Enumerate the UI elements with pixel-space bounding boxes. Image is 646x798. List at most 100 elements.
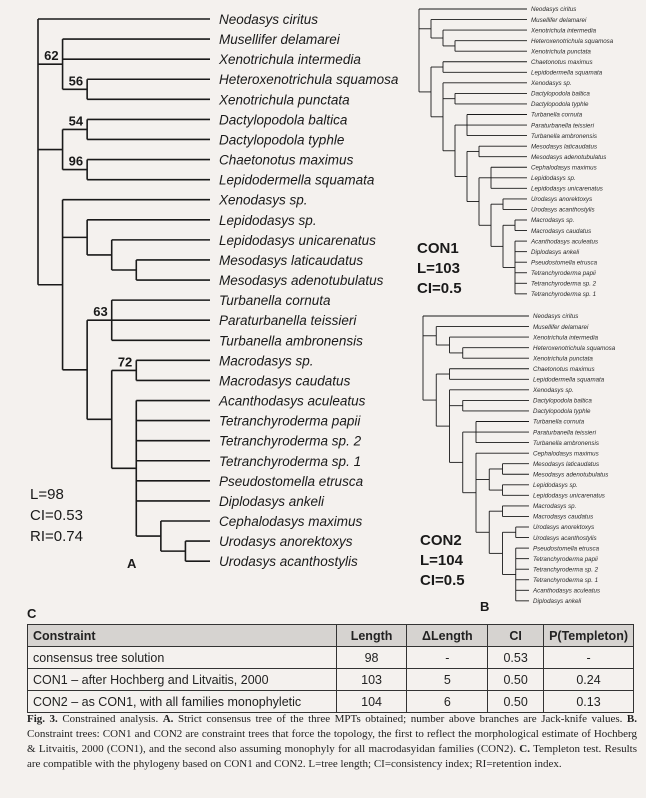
taxon-label: Cephalodasys maximus [531, 164, 597, 171]
taxon-label: Chaetonotus maximus [219, 153, 354, 168]
support-value: 96 [69, 154, 83, 169]
taxon-label: Heteroxenotrichula squamosa [533, 345, 616, 352]
taxon-label: Paraturbanella teissieri [219, 313, 357, 328]
taxon-label: Neodasys ciritus [219, 12, 318, 27]
taxon-label: Mesodasys laticaudatus [533, 461, 599, 468]
taxon-label: Urodasys acanthostylis [533, 535, 597, 542]
taxon-label: Dactylopodola baltica [533, 398, 592, 405]
col-ci: CI [487, 624, 545, 647]
cell-constraint: CON1 – after Hochberg and Litvaitis, 200… [27, 668, 337, 691]
tree-a-stat-ci: CI=0.53 [30, 507, 83, 524]
caption-text-0: Constrained analysis. [57, 713, 163, 725]
taxon-label: Lepidodasys unicarenatus [533, 493, 605, 500]
taxon-label: Dactylopodola baltica [531, 91, 590, 98]
taxon-label: Lepidodasys unicarenatus [531, 186, 603, 193]
taxon-label: Paraturbanella teissieri [531, 122, 595, 129]
taxon-label: Xenotrichula intermedia [532, 334, 599, 341]
taxon-label: Tetranchyroderma sp. 2 [533, 566, 599, 573]
taxon-label: Neodasys ciritus [533, 313, 578, 320]
col-constraint: Constraint [27, 624, 337, 647]
taxon-label: Chaetonotus maximus [533, 366, 595, 373]
cell-length: 103 [335, 668, 408, 691]
support-value: 54 [69, 113, 84, 128]
taxon-label: Turbanella ambronensis [531, 133, 597, 140]
taxon-label: Xenodasys sp. [218, 193, 308, 208]
con1-name: CON1 [417, 240, 459, 257]
taxon-label: Pseudostomella etrusca [531, 259, 598, 266]
support-value: 56 [69, 73, 83, 88]
taxon-label: Lepidodasys sp. [219, 213, 317, 228]
cell-ci: 0.50 [487, 690, 545, 713]
taxon-label: Turbanella cornuta [533, 419, 585, 426]
taxon-label: Diplodasys ankeli [531, 249, 580, 256]
taxon-label: Lepidodermella squamata [533, 377, 605, 384]
taxon-label: Xenotrichula intermedia [218, 52, 361, 67]
cell-delta-length: 5 [406, 668, 489, 691]
taxon-label: Tetranchyroderma sp. 2 [531, 281, 597, 288]
taxon-label: Urodasys anorektoxys [533, 524, 594, 531]
tree-a-stat-length: L=98 [30, 486, 64, 503]
cell-length: 98 [335, 646, 408, 669]
panel-label-a: A [127, 556, 137, 571]
taxon-label: Acanthodasys aculeatus [532, 588, 600, 595]
taxon-label: Diplodasys ankeli [219, 494, 325, 509]
taxon-label: Cephalodasys maximus [533, 450, 599, 457]
taxon-label: Xenodasys sp. [530, 80, 572, 87]
support-value: 63 [93, 304, 107, 319]
cell-p-templeton: 0.24 [543, 668, 634, 691]
taxon-label: Dactylopodola typhle [219, 132, 344, 147]
taxon-label: Lepidodermella squamata [219, 173, 375, 188]
con1-stats: CON1 L=103 CI=0.5 [417, 240, 462, 297]
taxon-label: Musellifer delamarei [531, 17, 587, 24]
col-length: Length [335, 624, 408, 647]
taxon-label: Tetranchyroderma sp. 2 [219, 434, 362, 449]
taxon-label: Urodasys anorektoxys [531, 196, 592, 203]
taxon-label: Tetranchyroderma papii [219, 414, 361, 429]
taxon-label: Mesodasys adenotubulatus [531, 154, 606, 161]
caption-text-2: Constraint trees: CON1 and CON2 are cons… [27, 728, 637, 755]
con1-ci: CI=0.5 [417, 280, 462, 297]
taxon-label: Macrodasys caudatus [533, 514, 593, 521]
taxon-label: Chaetonotus maximus [531, 59, 593, 66]
cell-p-templeton: 0.13 [543, 690, 634, 713]
taxon-label: Tetranchyroderma papii [533, 556, 598, 563]
tree-a-stat-ri: RI=0.74 [30, 528, 83, 545]
taxon-label: Heteroxenotrichula squamosa [219, 72, 399, 87]
taxon-label: Musellifer delamarei [219, 32, 341, 47]
cell-ci: 0.53 [487, 646, 545, 669]
taxon-label: Dactylopodola typhle [533, 408, 591, 415]
con2-stats: CON2 L=104 CI=0.5 [420, 532, 465, 589]
cell-constraint: consensus tree solution [27, 646, 337, 669]
taxon-label: Lepidodasys sp. [533, 482, 578, 489]
cell-constraint: CON2 – as CON1, with all families monoph… [27, 690, 337, 713]
taxon-label: Lepidodermella squamata [531, 70, 603, 77]
taxon-label: Xenodasys sp. [532, 387, 574, 394]
cell-delta-length: 6 [406, 690, 489, 713]
figure-caption: Fig. 3. Constrained analysis. A. Strict … [27, 712, 637, 772]
taxon-label: Turbanella ambronensis [533, 440, 599, 447]
taxon-label: Urodasys acanthostylis [219, 554, 358, 569]
taxon-label: Turbanella ambronensis [219, 333, 363, 348]
taxon-label: Dactylopodola typhle [531, 101, 589, 108]
support-value: 62 [44, 48, 58, 63]
taxon-label: Turbanella cornuta [219, 293, 331, 308]
taxon-label: Macrodasys sp. [219, 353, 314, 368]
taxon-label: Macrodasys sp. [531, 217, 574, 224]
taxon-label: Xenotrichula punctata [530, 48, 591, 55]
taxon-label: Acanthodasys aculeatus [530, 238, 598, 245]
con2-length: L=104 [420, 552, 464, 569]
caption-fig-label: Fig. 3. [27, 713, 58, 725]
taxon-label: Xenotrichula punctata [532, 355, 593, 362]
taxon-label: Tetranchyroderma sp. 1 [219, 454, 361, 469]
taxon-label: Xenotrichula intermedia [530, 27, 597, 34]
table-header-row: Constraint Length ΔLength CI P(Templeton… [27, 624, 634, 647]
taxon-label: Paraturbanella teissieri [533, 429, 597, 436]
taxon-label: Mesodasys laticaudatus [219, 253, 363, 268]
taxon-label: Acanthodasys aculeatus [218, 394, 366, 409]
taxon-label: Xenotrichula punctata [218, 92, 350, 107]
